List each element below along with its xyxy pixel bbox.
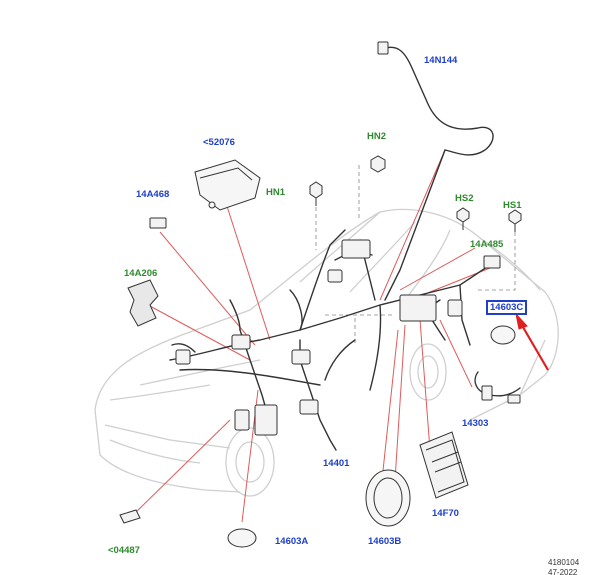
fastener-HN2 bbox=[370, 155, 386, 173]
fastener-HN1 bbox=[309, 181, 323, 206]
connector-block-center bbox=[399, 294, 437, 322]
components bbox=[175, 239, 521, 436]
attention-arrow bbox=[515, 312, 549, 371]
callout-HS1: HS1 bbox=[503, 200, 522, 211]
callout-14603C: 14603C bbox=[486, 300, 528, 315]
callout-14A468: 14A468 bbox=[136, 189, 170, 200]
connector-block-upper bbox=[341, 239, 371, 259]
part-14603C-grommet bbox=[490, 325, 516, 345]
callout-52076: <52076 bbox=[203, 137, 235, 148]
fastener-HS2 bbox=[456, 207, 470, 230]
part-14A206-bracket bbox=[127, 279, 159, 327]
illustration-date: 47-2022 bbox=[548, 568, 578, 575]
vehicle-body-outline bbox=[94, 208, 559, 497]
part-52076-cover bbox=[194, 159, 261, 211]
fastener-HS1 bbox=[508, 209, 522, 232]
callout-HS2: HS2 bbox=[455, 193, 474, 204]
callout-14F70: 14F70 bbox=[432, 508, 459, 519]
part-14N144-plug bbox=[377, 41, 389, 55]
callout-14603B: 14603B bbox=[368, 536, 402, 547]
part-14603A-grommet bbox=[227, 528, 257, 548]
callout-14603A: 14603A bbox=[275, 536, 309, 547]
callout-14N144: 14N144 bbox=[424, 55, 458, 66]
part-14603B-grommet bbox=[365, 469, 411, 527]
callout-14A485: 14A485 bbox=[470, 239, 504, 250]
callout-04487: <04487 bbox=[108, 545, 140, 556]
part-14A485-connector bbox=[483, 255, 501, 269]
callout-14A206: 14A206 bbox=[124, 268, 158, 279]
callout-HN1: HN1 bbox=[266, 187, 286, 198]
illustration-number: 4180104 bbox=[548, 558, 580, 567]
part-04487-clip bbox=[119, 509, 141, 524]
callout-HN2: HN2 bbox=[367, 131, 387, 142]
part-14A468-clip bbox=[149, 217, 167, 229]
part-14F70-module bbox=[419, 431, 469, 499]
connector-block-lower bbox=[254, 404, 278, 436]
callout-14401: 14401 bbox=[323, 458, 350, 469]
callout-14303: 14303 bbox=[462, 418, 489, 429]
